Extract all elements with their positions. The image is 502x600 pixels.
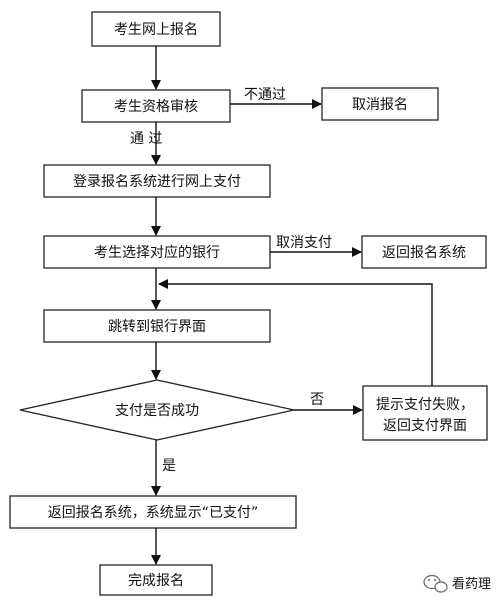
node-cancel-label: 取消报名 [352, 97, 408, 113]
node-paid-label: 返回报名系统，系统显示“已支付” [48, 505, 259, 521]
node-review: 考生资格审核 [81, 89, 231, 123]
node-decision: 支付是否成功 [19, 379, 295, 441]
node-finish: 完成报名 [99, 564, 213, 596]
node-paid: 返回报名系统，系统显示“已支付” [9, 495, 297, 529]
node-back-to-system-label: 返回报名系统 [382, 245, 466, 261]
node-fail-label-line1: 提示支付失败， [376, 397, 474, 413]
node-start: 考生网上报名 [91, 11, 221, 47]
node-jump-bank-label: 跳转到银行界面 [108, 319, 206, 335]
node-login-pay: 登录报名系统进行网上支付 [43, 164, 271, 198]
node-jump-bank: 跳转到银行界面 [43, 309, 271, 343]
node-decision-label: 支付是否成功 [115, 403, 199, 419]
node-review-label: 考生资格审核 [114, 99, 198, 115]
edge-label-cancel-pay: 取消支付 [276, 235, 332, 251]
node-fail: 提示支付失败， 返回支付界面 [362, 385, 488, 441]
node-cancel: 取消报名 [321, 87, 439, 121]
node-finish-label: 完成报名 [128, 573, 184, 589]
edge-label-not-pass: 不通过 [244, 87, 286, 103]
node-start-label: 考生网上报名 [114, 22, 198, 38]
edge-label-no: 否 [310, 392, 324, 408]
wechat-icon [423, 574, 448, 593]
node-choose-bank: 考生选择对应的银行 [43, 235, 271, 269]
edge-label-yes: 是 [162, 458, 176, 474]
watermark-text: 看药理 [452, 576, 491, 592]
node-back-to-system: 返回报名系统 [361, 235, 487, 269]
edge-label-pass: 通 过 [130, 131, 162, 147]
arrow-fail-loop-back [158, 279, 433, 386]
node-login-pay-label: 登录报名系统进行网上支付 [73, 174, 241, 190]
node-fail-label-line2: 返回支付界面 [383, 418, 467, 434]
watermark: 看药理 [423, 574, 491, 593]
node-choose-bank-label: 考生选择对应的银行 [94, 244, 220, 261]
